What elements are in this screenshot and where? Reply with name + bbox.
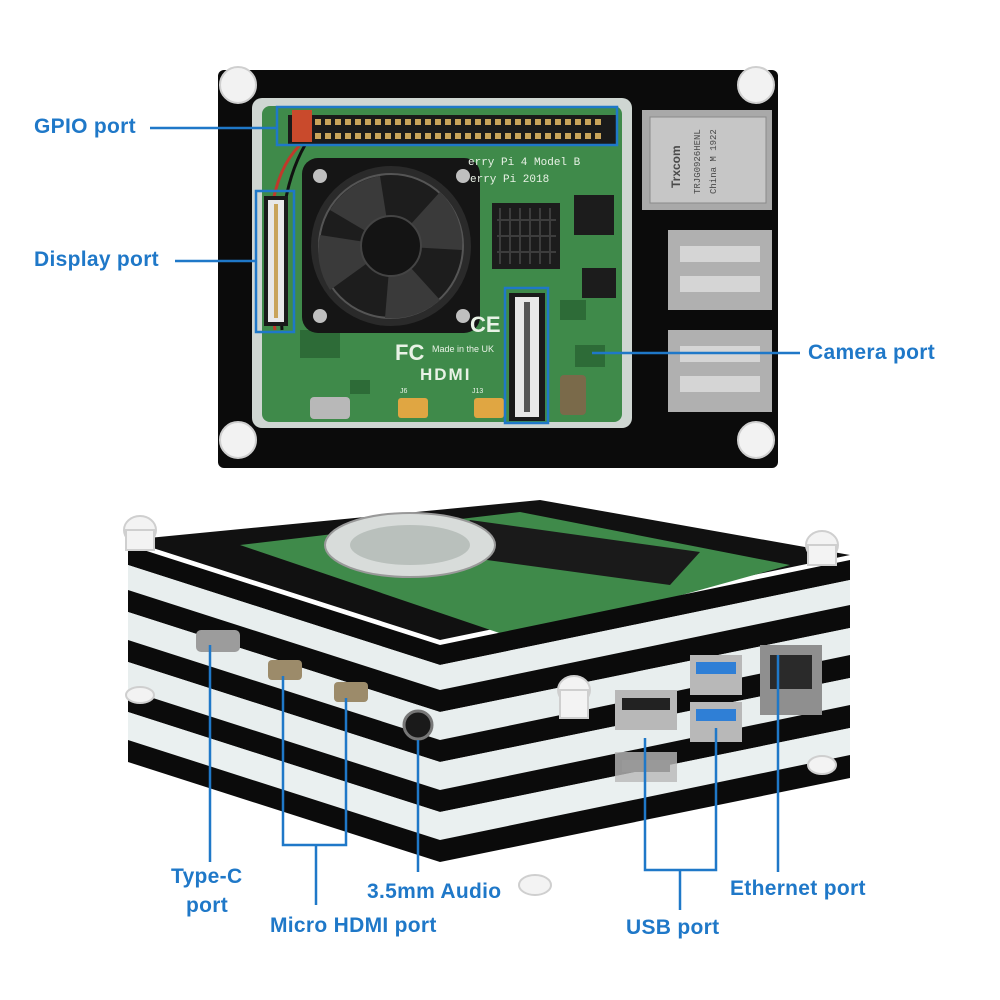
micro-hdmi-1-side: [334, 682, 368, 702]
ethernet-port-side: [760, 645, 822, 715]
pcb-components: [300, 300, 605, 394]
ethernet-brand: Trxcom: [669, 145, 683, 188]
micro-hdmi-0-top: [398, 398, 428, 418]
type-c-port-label-line2: port: [186, 894, 229, 917]
display-port-label: Display port: [34, 248, 159, 271]
board-hdmi-logo: HDMI: [420, 365, 471, 384]
ethernet-part-no: TRJG0926HENL: [693, 129, 703, 194]
board-ce-mark: CE: [470, 312, 501, 337]
audio-jack-side: [402, 709, 434, 741]
ethernet-origin: China M 1922: [709, 129, 719, 194]
corner-posts-top: [219, 66, 775, 459]
board-made-in: Made in the UK: [432, 344, 494, 354]
micro-hdmi-port-label: Micro HDMI port: [270, 914, 437, 937]
usb-c-port-top: [310, 397, 350, 419]
usb-stack-1-top: [668, 230, 772, 310]
gpio-port-label: GPIO port: [34, 115, 136, 138]
display-connector: [264, 196, 288, 326]
type-c-port-side: [196, 630, 240, 652]
camera-connector: [509, 293, 545, 421]
heatsink-ram: [574, 195, 616, 298]
audio-jack-top: [560, 375, 586, 415]
micro-hdmi-0-side: [268, 660, 302, 680]
camera-port-label: Camera port: [808, 341, 936, 364]
ethernet-jack-top: Trxcom TRJG0926HENL China M 1922: [642, 110, 772, 210]
top-view-case: erry Pi 4 Model B erry Pi 2018 Made in t…: [218, 66, 778, 468]
usb-stack-2-top: [668, 330, 772, 412]
board-j13: J13: [472, 388, 483, 395]
type-c-port-label-line1: Type-C: [171, 865, 243, 888]
heatsink-cpu: [492, 203, 560, 269]
board-model-line2: erry Pi 2018: [470, 174, 549, 186]
ethernet-port-label: Ethernet port: [730, 877, 866, 900]
usb-port-label: USB port: [626, 916, 720, 939]
board-model-line1: erry Pi 4 Model B: [468, 157, 581, 169]
board-j6: J6: [400, 388, 408, 395]
micro-hdmi-1-top: [474, 398, 504, 418]
corner-posts-side: [123, 515, 839, 896]
gpio-header: [288, 110, 618, 145]
top-callout-lines: [150, 105, 800, 425]
fan-connector: [292, 110, 312, 142]
side-callout-lines: [208, 645, 780, 910]
side-view-case: [123, 500, 850, 896]
board-fc-mark: FC: [395, 340, 424, 365]
cooling-fan: [302, 158, 480, 333]
audio-port-label: 3.5mm Audio: [367, 880, 502, 903]
